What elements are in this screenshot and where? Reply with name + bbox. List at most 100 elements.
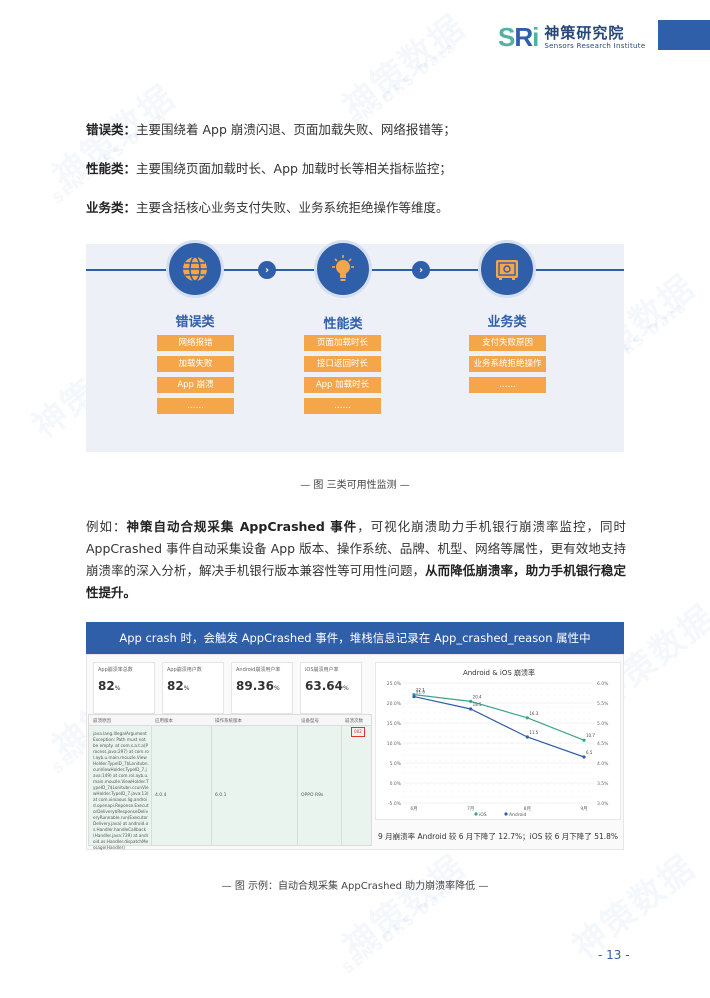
table-cell: OPPO R9s bbox=[301, 793, 324, 798]
grid-dot bbox=[457, 700, 459, 702]
grid-dot bbox=[415, 784, 417, 786]
grid-dot bbox=[421, 688, 423, 690]
grid-dot bbox=[565, 706, 567, 708]
stack-trace: java.lang.IllegalArgumentException: Path… bbox=[93, 731, 149, 850]
series-line-android bbox=[413, 696, 585, 758]
grid-dot bbox=[457, 790, 459, 792]
grid-dot bbox=[511, 736, 513, 738]
grid-dot bbox=[523, 700, 525, 702]
data-label: 22.1 bbox=[416, 688, 425, 693]
grid-dot bbox=[517, 694, 519, 696]
category-business-title: 业务类 bbox=[487, 315, 527, 330]
grid-dot bbox=[463, 778, 465, 780]
column-header: 设备型号 bbox=[301, 719, 319, 724]
grid-dot bbox=[517, 778, 519, 780]
grid-dot bbox=[571, 754, 573, 756]
grid-dot bbox=[547, 790, 549, 792]
grid-dot bbox=[547, 718, 549, 720]
column-header: 应用版本 bbox=[155, 719, 173, 724]
grid-dot bbox=[475, 724, 477, 726]
grid-dot bbox=[547, 688, 549, 690]
grid-dot bbox=[427, 784, 429, 786]
grid-dot bbox=[487, 778, 489, 780]
crash-table: 崩溃原因 应用版本 操作系统版本 设备型号 崩溃次数 java.lang.Ill… bbox=[88, 714, 372, 850]
grid-dot bbox=[511, 784, 513, 786]
legend-entry: Android bbox=[509, 812, 527, 818]
tag: …… bbox=[157, 398, 234, 414]
grid-dot bbox=[475, 694, 477, 696]
paragraph-error: 错误类：主要围绕着 App 崩溃闪退、页面加载失败、网络报错等； bbox=[86, 122, 456, 137]
grid-dot bbox=[451, 766, 453, 768]
grid-dot bbox=[571, 694, 573, 696]
grid-dot bbox=[415, 796, 417, 798]
grid-dot bbox=[523, 784, 525, 786]
grid-dot bbox=[481, 694, 483, 696]
grid-dot bbox=[535, 796, 537, 798]
x-tick-label: 6月 bbox=[410, 806, 417, 812]
grid-dot bbox=[481, 700, 483, 702]
grid-dot bbox=[517, 688, 519, 690]
grid-dot bbox=[523, 694, 525, 696]
y-tick-label-right: 5.0% bbox=[597, 721, 609, 727]
grid-dot bbox=[571, 778, 573, 780]
grid-dot bbox=[517, 712, 519, 714]
grid-dot bbox=[571, 718, 573, 720]
grid-dot bbox=[565, 790, 567, 792]
grid-dot bbox=[481, 748, 483, 750]
grid-dot bbox=[433, 706, 435, 708]
grid-dot bbox=[523, 790, 525, 792]
grid-dot bbox=[559, 694, 561, 696]
grid-dot bbox=[511, 766, 513, 768]
grid-dot bbox=[547, 784, 549, 786]
grid-dot bbox=[403, 748, 405, 750]
grid-dot bbox=[445, 730, 447, 732]
grid-dot bbox=[517, 718, 519, 720]
grid-dot bbox=[577, 760, 579, 762]
grid-dot bbox=[547, 778, 549, 780]
grid-dot bbox=[403, 736, 405, 738]
grid-dot bbox=[589, 766, 591, 768]
grid-dot bbox=[517, 766, 519, 768]
grid-dot bbox=[403, 718, 405, 720]
grid-dot bbox=[493, 706, 495, 708]
grid-dot bbox=[529, 724, 531, 726]
grid-dot bbox=[559, 724, 561, 726]
grid-dot bbox=[415, 766, 417, 768]
grid-dot bbox=[589, 784, 591, 786]
grid-dot bbox=[463, 766, 465, 768]
legend-marker bbox=[474, 812, 478, 816]
grid-dot bbox=[445, 694, 447, 696]
grid-dot bbox=[469, 724, 471, 726]
grid-dot bbox=[469, 748, 471, 750]
grid-dot bbox=[565, 730, 567, 732]
grid-dot bbox=[571, 712, 573, 714]
grid-dot bbox=[571, 784, 573, 786]
grid-dot bbox=[571, 796, 573, 798]
grid-dot bbox=[577, 784, 579, 786]
grid-dot bbox=[565, 712, 567, 714]
grid-dot bbox=[403, 712, 405, 714]
grid-dot bbox=[481, 784, 483, 786]
grid-dot bbox=[517, 784, 519, 786]
grid-dot bbox=[475, 688, 477, 690]
grid-dot bbox=[535, 688, 537, 690]
grid-dot bbox=[571, 748, 573, 750]
grid-dot bbox=[457, 712, 459, 714]
grid-dot bbox=[499, 772, 501, 774]
grid-dot bbox=[403, 694, 405, 696]
grid-dot bbox=[409, 784, 411, 786]
grid-dot bbox=[409, 736, 411, 738]
grid-dot bbox=[547, 724, 549, 726]
grid-dot bbox=[505, 766, 507, 768]
grid-dot bbox=[421, 712, 423, 714]
grid-dot bbox=[499, 754, 501, 756]
grid-dot bbox=[415, 718, 417, 720]
grid-dot bbox=[511, 778, 513, 780]
grid-dot bbox=[451, 694, 453, 696]
grid-dot bbox=[487, 754, 489, 756]
grid-dot bbox=[583, 760, 585, 762]
grid-dot bbox=[511, 748, 513, 750]
grid-dot bbox=[535, 724, 537, 726]
grid-dot bbox=[577, 796, 579, 798]
grid-dot bbox=[433, 688, 435, 690]
